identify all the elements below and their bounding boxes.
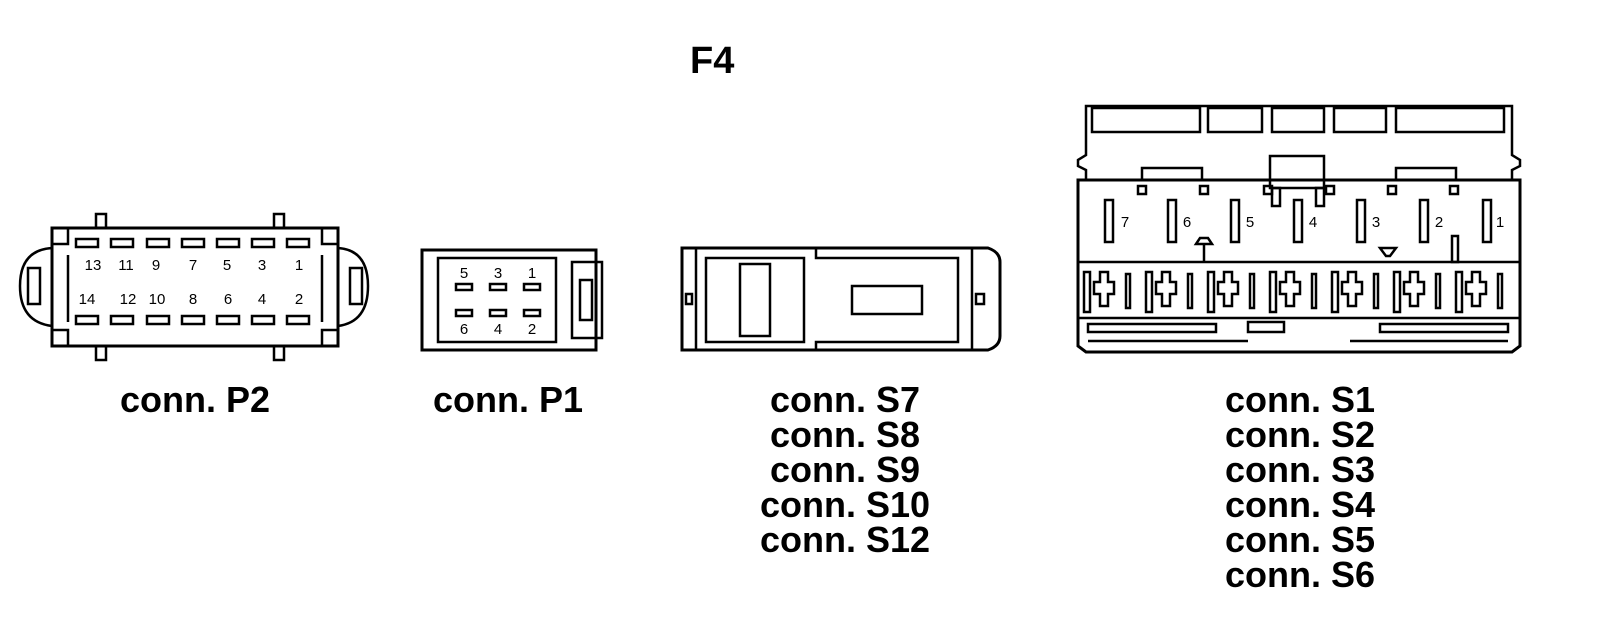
pin-label: 14 — [79, 291, 96, 308]
caption-line: conn. S10 — [759, 484, 931, 525]
terminal-cavity — [1402, 270, 1426, 308]
pin-label: 6 — [1183, 214, 1191, 231]
caption-line: conn. S2 — [1224, 414, 1376, 455]
pin-label: 5 — [1246, 214, 1254, 231]
terminal-cavity — [1464, 270, 1488, 308]
caption-line: conn. S1 — [1224, 379, 1376, 420]
cell-latch — [1434, 272, 1442, 310]
cell-latch — [1372, 272, 1380, 310]
s1-pin-labels: 7 6 5 4 3 2 1 — [1121, 214, 1504, 231]
pin-slot — [1103, 198, 1115, 244]
diagram-title: F4 — [690, 40, 735, 82]
cell-wall — [1454, 270, 1464, 314]
cell-wall — [1144, 270, 1154, 314]
pin-slot — [1229, 198, 1241, 244]
connector-s1-drawing — [1076, 104, 1522, 354]
cell-wall — [1082, 270, 1092, 314]
cell-wall — [1268, 270, 1278, 314]
pin-label: 11 — [118, 257, 134, 274]
pin-label: 3 — [258, 257, 266, 274]
caption-line: conn. S8 — [769, 414, 921, 455]
p2-pin-labels: 13 11 9 7 5 3 1 14 12 10 8 6 4 2 — [79, 257, 304, 308]
terminal-cavity — [1154, 270, 1178, 308]
pin-slot — [1418, 198, 1430, 244]
pin-label: 10 — [149, 291, 166, 308]
pin-slot — [215, 237, 241, 249]
pin-label: 3 — [494, 265, 502, 282]
caption-line: conn. S6 — [1224, 554, 1376, 595]
terminal-cavity — [1278, 270, 1302, 308]
pin-slot — [74, 237, 100, 249]
terminal-cavity — [1340, 270, 1364, 308]
cell-latch — [1248, 272, 1256, 310]
pin-label: 2 — [528, 321, 536, 338]
connector-p2-caption: conn. P2 — [100, 379, 290, 420]
connector-p2-drawing — [18, 212, 370, 362]
pin-slot — [109, 237, 135, 249]
pin-slot — [1292, 198, 1304, 244]
pin-slot — [250, 237, 276, 249]
pin-label: 9 — [152, 257, 160, 274]
pin-slot — [215, 314, 241, 326]
pin-label: 6 — [224, 291, 232, 308]
pin-label: 1 — [1496, 214, 1504, 231]
caption-line: conn. S12 — [759, 519, 931, 560]
connector-p1-caption: conn. P1 — [413, 379, 603, 420]
cell-latch — [1310, 272, 1318, 310]
pin-slot — [145, 314, 171, 326]
pin-label: 7 — [1121, 214, 1129, 231]
pin-label: 5 — [223, 257, 231, 274]
pin-slot — [1355, 198, 1367, 244]
caption-line: conn. P1 — [432, 379, 584, 420]
cell-wall — [1206, 270, 1216, 314]
connector-s7-caption-group: conn. S7 conn. S8 conn. S9 conn. S10 con… — [735, 379, 955, 560]
pin-label: 5 — [460, 265, 468, 282]
pin-slot — [285, 314, 311, 326]
terminal-cavity — [1216, 270, 1240, 308]
connector-s1-caption-group: conn. S1 conn. S2 conn. S3 conn. S4 conn… — [1200, 379, 1400, 595]
pin-label: 7 — [189, 257, 197, 274]
pin-label: 6 — [460, 321, 468, 338]
cell-wall — [1392, 270, 1402, 314]
terminal-cavity — [1092, 270, 1116, 308]
pin-slot — [1481, 198, 1493, 244]
pin-slot — [109, 314, 135, 326]
pin-slot — [1166, 198, 1178, 244]
caption-line: conn. P2 — [119, 379, 271, 420]
pin-label: 1 — [528, 265, 536, 282]
pin-slot — [180, 314, 206, 326]
pin-label: 2 — [1435, 214, 1443, 231]
caption-line: conn. S3 — [1224, 449, 1376, 490]
pin-label: 2 — [295, 291, 303, 308]
caption-line: conn. S4 — [1224, 484, 1376, 525]
connector-s7-drawing — [680, 246, 1002, 352]
cell-latch — [1186, 272, 1194, 310]
pin-slot — [285, 237, 311, 249]
pin-label: 12 — [120, 291, 137, 308]
pin-label: 4 — [258, 291, 266, 308]
pin-label: 13 — [85, 257, 102, 274]
connector-p1-drawing — [420, 248, 604, 352]
pin-label: 4 — [1309, 214, 1317, 231]
pin-slot — [250, 314, 276, 326]
pin-label: 3 — [1372, 214, 1380, 231]
pin-slot — [180, 237, 206, 249]
caption-line: conn. S5 — [1224, 519, 1376, 560]
pin-label: 8 — [189, 291, 197, 308]
caption-line: conn. S9 — [769, 449, 921, 490]
cell-wall — [1330, 270, 1340, 314]
caption-line: conn. S7 — [769, 379, 921, 420]
pin-slot — [145, 237, 171, 249]
pin-label: 4 — [494, 321, 502, 338]
cell-latch — [1496, 272, 1504, 310]
p1-pin-labels: 5 3 1 6 4 2 — [460, 265, 536, 338]
pin-label: 1 — [295, 257, 303, 274]
pin-slot — [74, 314, 100, 326]
cell-latch — [1124, 272, 1132, 310]
